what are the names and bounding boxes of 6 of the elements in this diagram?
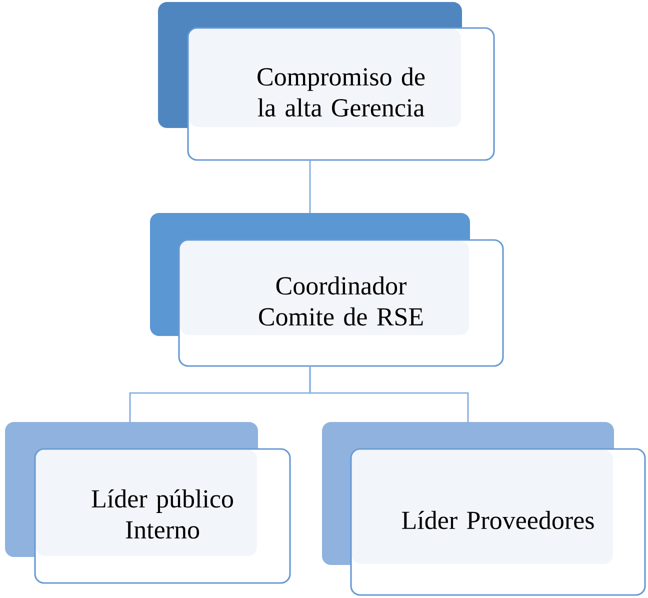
connector-line <box>309 160 311 213</box>
org-box: Líder Proveedores <box>322 422 646 596</box>
org-box: Líder público Interno <box>5 422 291 584</box>
org-box: Coordinador Comite de RSE <box>150 213 504 367</box>
connector-line <box>309 366 469 422</box>
org-box: Compromiso de la alta Gerencia <box>158 2 495 161</box>
